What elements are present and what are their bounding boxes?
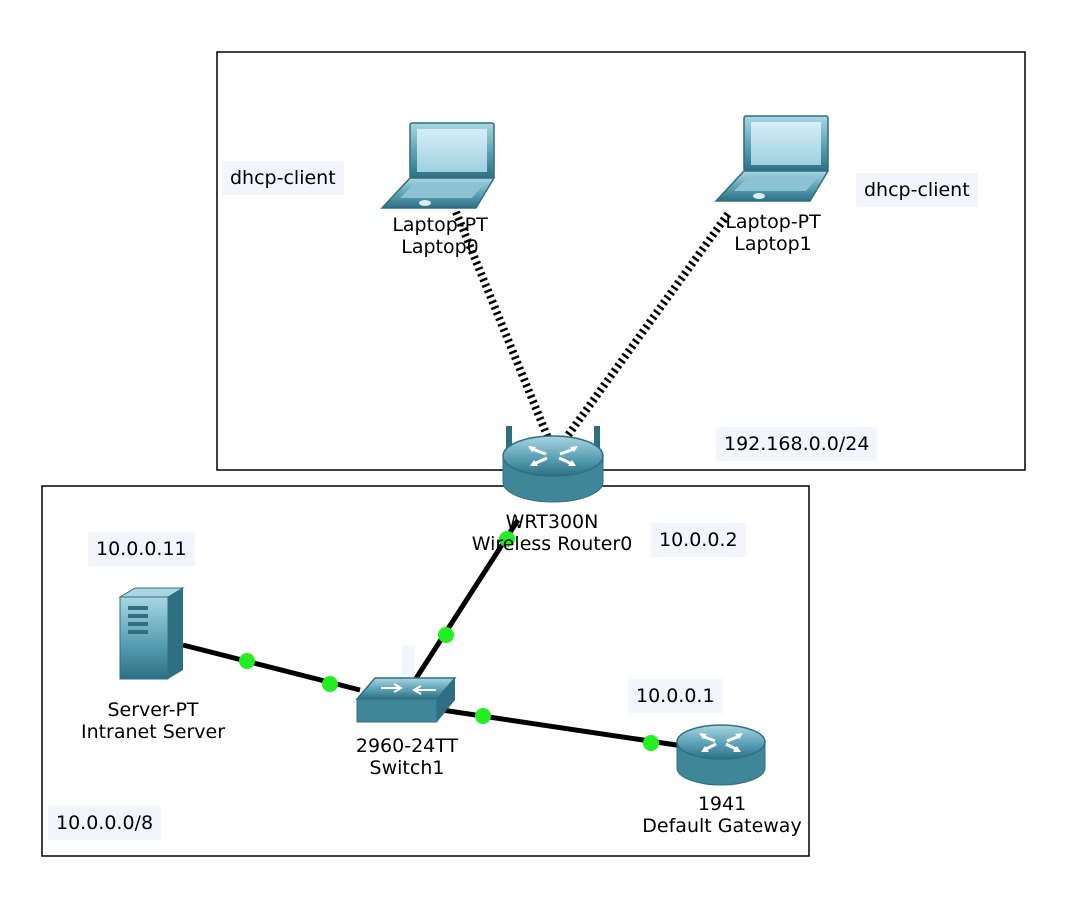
wireless-router-name: Wireless Router0 [471, 533, 633, 555]
link-light [239, 653, 255, 669]
wireless-router-icon[interactable] [502, 426, 604, 503]
gateway-label: 1941 Default Gateway [642, 793, 801, 837]
laptop0-label: Laptop-PT Laptop0 [392, 214, 487, 258]
switch-label: 2960-24TT Switch1 [356, 735, 458, 779]
switch-icon[interactable] [355, 646, 457, 723]
laptop1-model: Laptop-PT [725, 211, 821, 233]
link-light [643, 735, 659, 751]
note-gateway-ip[interactable]: 10.0.0.1 [628, 679, 723, 713]
link-light [475, 708, 491, 724]
link-light [438, 627, 454, 643]
note-server-ip[interactable]: 10.0.0.11 [88, 532, 195, 566]
note-laptop0-dhcp[interactable]: dhcp-client [222, 161, 344, 195]
laptop1-name: Laptop1 [734, 233, 812, 255]
note-wired-subnet[interactable]: 10.0.0.0/8 [48, 806, 162, 840]
laptop0-model: Laptop-PT [392, 214, 488, 236]
wired-area[interactable] [41, 485, 810, 857]
laptop0-name: Laptop0 [401, 236, 479, 258]
note-router-ip[interactable]: 10.0.0.2 [651, 523, 746, 557]
wireless-router-label: WRT300N Wireless Router0 [472, 511, 633, 555]
gateway-name: Default Gateway [642, 815, 802, 837]
switch-name: Switch1 [369, 757, 445, 779]
switch-model: 2960-24TT [355, 735, 459, 757]
wireless-link-laptop1[interactable] [562, 211, 732, 441]
gateway-model: 1941 [697, 793, 747, 815]
link-light [499, 531, 515, 547]
wireless-router-model: WRT300N [505, 511, 599, 533]
note-wireless-subnet[interactable]: 192.168.0.0/24 [716, 427, 878, 461]
laptop0-icon[interactable] [380, 122, 496, 209]
link-light [322, 676, 338, 692]
gateway-router-icon[interactable] [676, 724, 766, 786]
laptop1-icon[interactable] [714, 115, 830, 202]
laptop1-label: Laptop-PT Laptop1 [725, 211, 820, 255]
server-label: Server-PT Intranet Server [81, 699, 225, 743]
server-icon[interactable] [118, 587, 185, 680]
wireless-link-laptop0[interactable] [452, 210, 552, 440]
server-model: Server-PT [107, 699, 199, 721]
server-name: Intranet Server [80, 721, 226, 743]
link-router-switch[interactable] [412, 518, 521, 682]
note-laptop1-dhcp[interactable]: dhcp-client [856, 173, 978, 207]
wireless-area[interactable] [216, 51, 1026, 471]
